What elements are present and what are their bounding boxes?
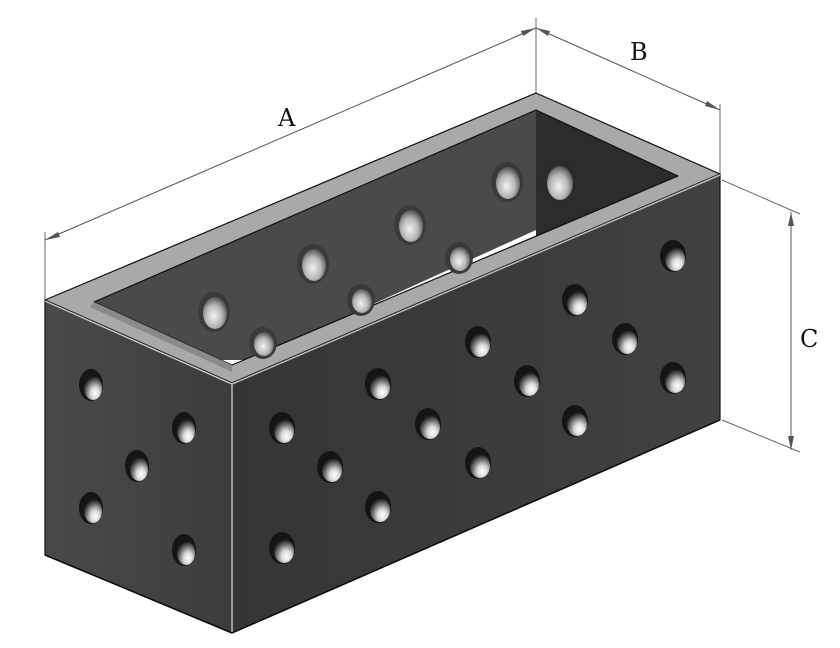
front-hole: [415, 408, 441, 440]
inner-hole: [198, 292, 230, 332]
arrowhead-b-left: [536, 28, 550, 36]
end-face-holes: [79, 369, 196, 566]
end-hole: [172, 412, 196, 444]
arrowhead-b-right: [705, 101, 720, 110]
front-hole: [660, 362, 686, 394]
inner-hole: [297, 244, 329, 284]
base-edge: [231, 419, 721, 634]
rim-inner-edge: [90, 302, 232, 372]
extension-line-c-top: [721, 179, 801, 215]
front-face-holes: [269, 240, 686, 564]
end-hole: [79, 369, 103, 401]
front-hole: [269, 412, 295, 444]
box-body: [44, 92, 721, 634]
front-hole: [317, 451, 343, 483]
end-hole: [172, 534, 196, 566]
inner-end-wall-hole: [542, 161, 576, 203]
inner-hole: [491, 162, 523, 202]
arrowhead-a-left: [45, 232, 60, 240]
end-hole: [125, 450, 149, 482]
arrowhead-c-bottom: [788, 436, 794, 450]
dimension-label-b: B: [630, 38, 648, 66]
extension-line-c-bottom: [721, 419, 801, 453]
front-hole: [365, 491, 391, 523]
front-hole: [365, 368, 391, 400]
front-hole: [612, 323, 638, 355]
base-end-edge: [44, 554, 233, 634]
dimension-line-a: [44, 27, 537, 241]
front-hole: [465, 447, 491, 479]
dimension-a: A: [44, 18, 537, 300]
dimension-label-a: A: [277, 104, 296, 132]
inner-hole: [249, 327, 277, 359]
front-hole: [660, 240, 686, 272]
inner-hole: [394, 205, 426, 245]
dimension-b: B: [535, 27, 721, 174]
front-hole: [562, 405, 588, 437]
inner-back-wall-holes: [198, 162, 523, 359]
front-hole: [562, 284, 588, 316]
dimension-c: C: [721, 179, 818, 453]
arrowhead-c-top: [788, 212, 794, 226]
inner-hole: [445, 242, 473, 274]
front-hole: [269, 532, 295, 564]
top-end-edge-highlight: [44, 300, 233, 385]
inner-hole: [347, 284, 375, 316]
top-front-edge-highlight: [231, 174, 721, 385]
front-hole: [514, 365, 540, 397]
dimension-label-c: C: [800, 325, 818, 353]
end-hole: [79, 492, 103, 524]
arrowhead-a-right: [521, 28, 536, 36]
dimension-line-b: [535, 27, 721, 111]
front-hole: [465, 326, 491, 358]
